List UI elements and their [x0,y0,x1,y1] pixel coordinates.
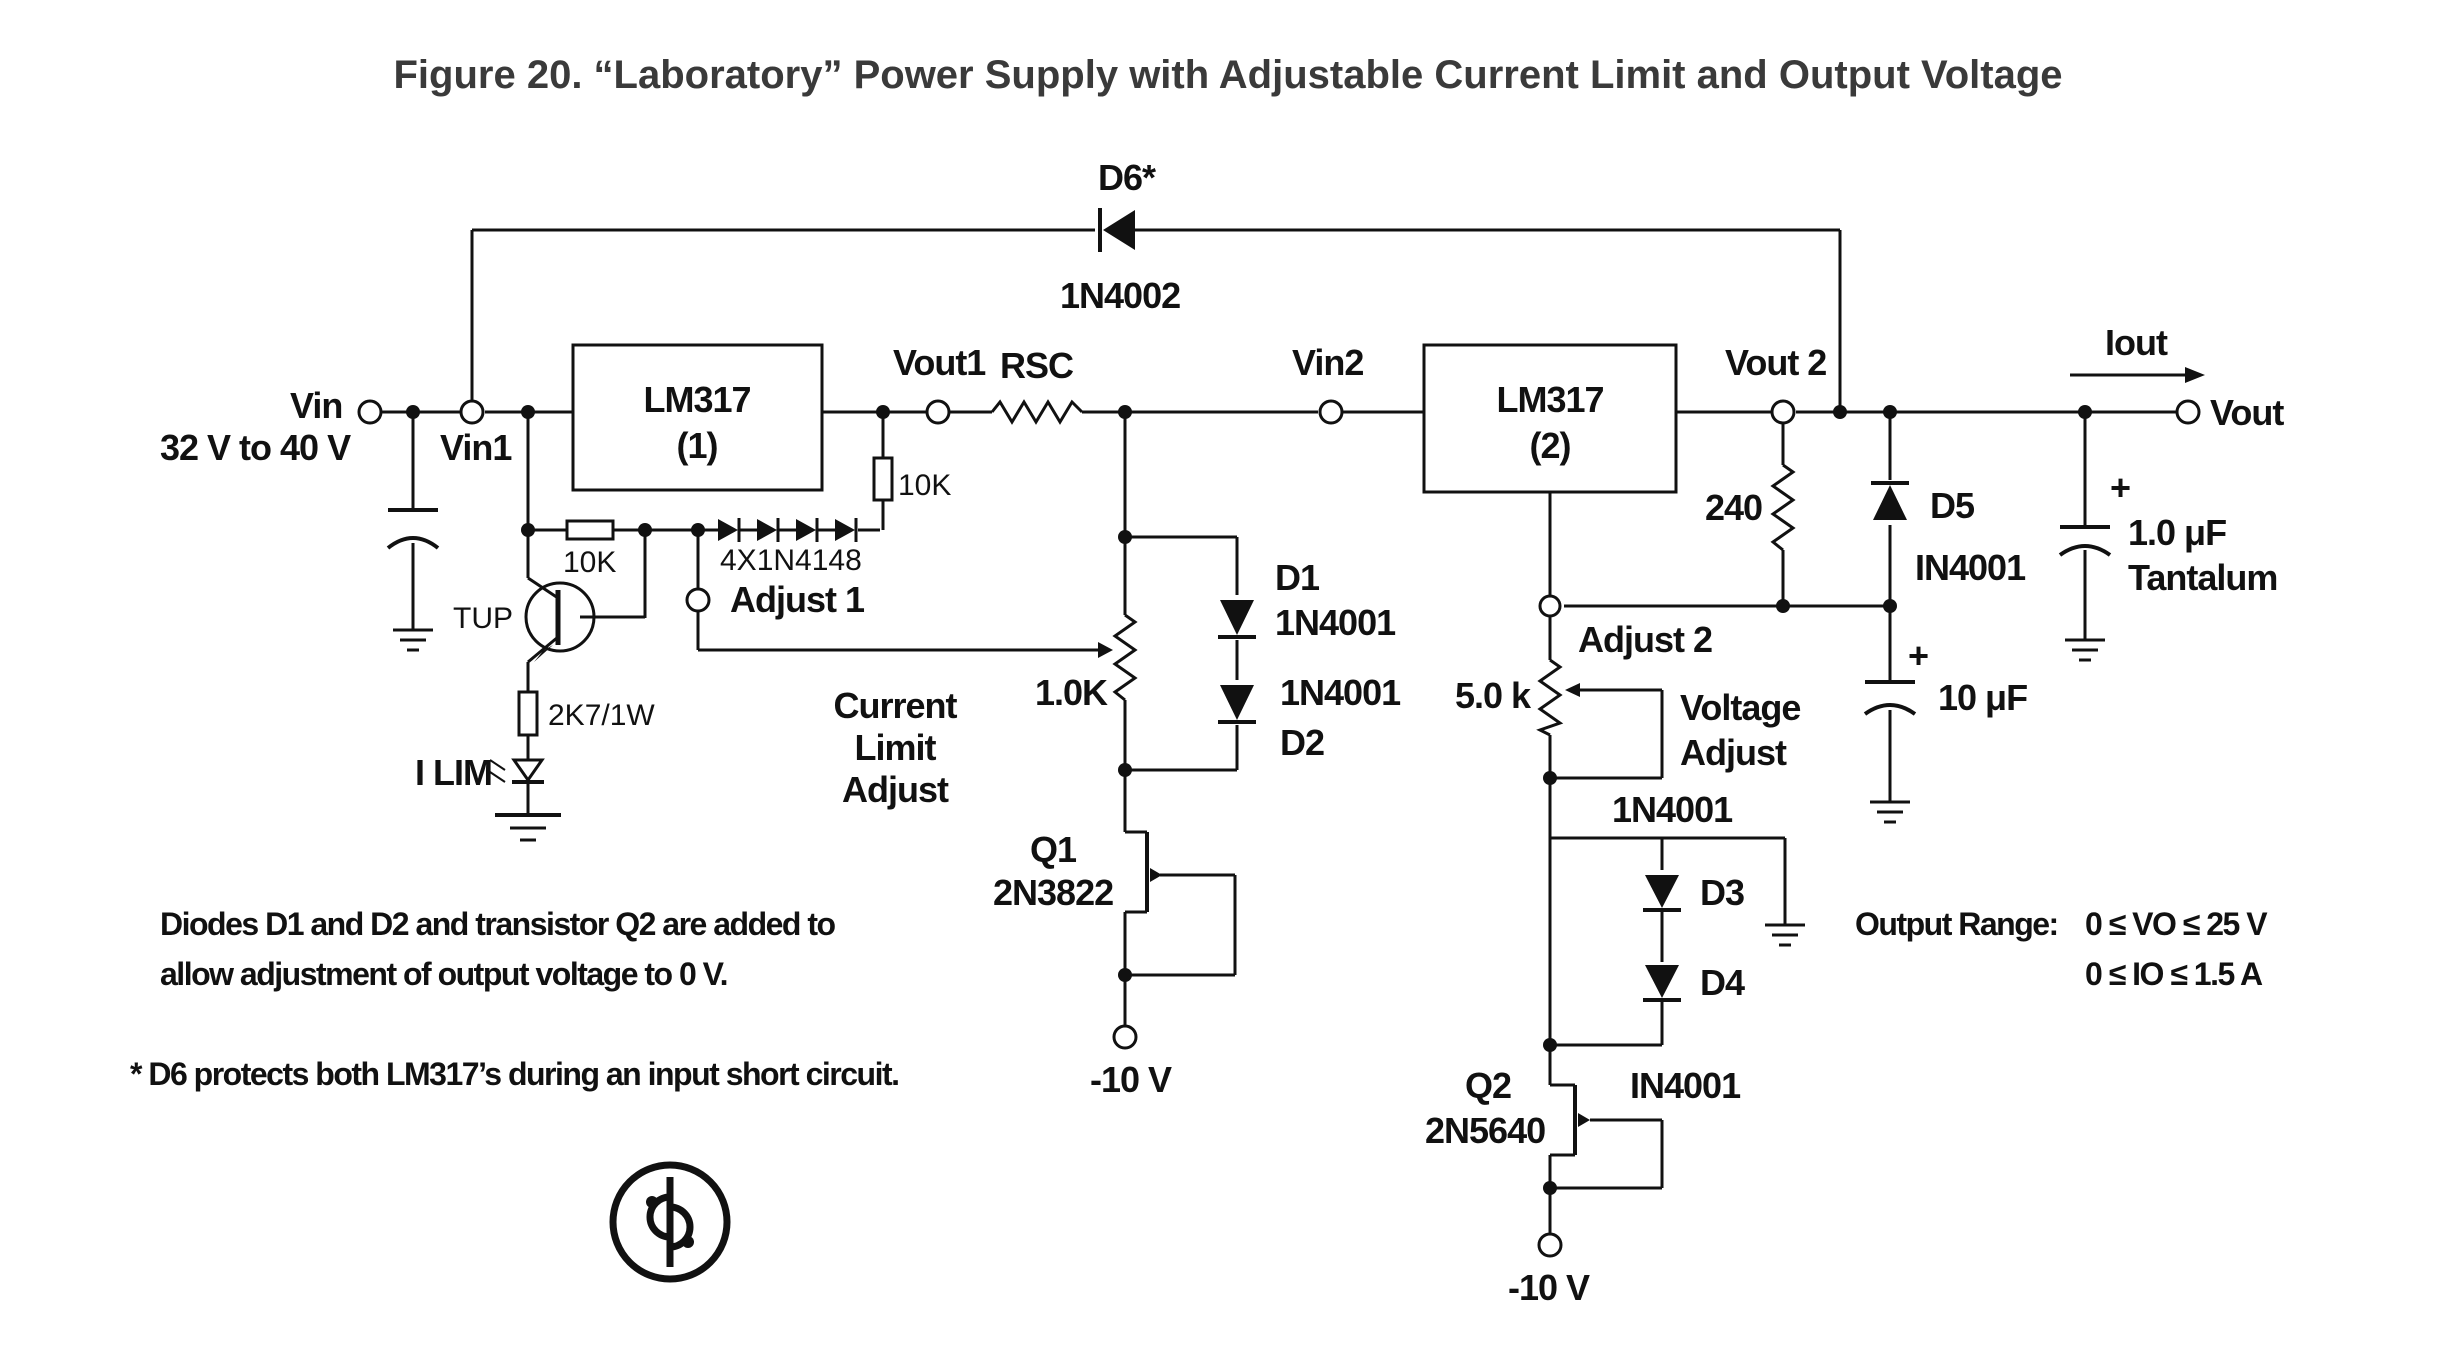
r240-label: 240 [1705,487,1762,528]
r10k-vertical-label: 10K [898,469,951,502]
d6-diode-symbol [1098,208,1135,252]
d5-part-label: IN4001 [1915,547,2026,588]
adjust2-label: Adjust 2 [1578,619,1712,660]
c1uf-symbol [2058,525,2112,662]
output-range-label: Output Range: [1855,906,2058,942]
d3-ground-symbol [1765,923,1805,947]
voltage-adjust-line2: Adjust [1680,732,1787,773]
d1-diode-symbol [1218,600,1256,639]
adjust1-label: Adjust 1 [730,579,865,620]
plus-c10: + [1908,635,1928,676]
ilim-led-symbol [489,758,561,842]
neg10v-left-label: -10 V [1090,1059,1172,1100]
vin2-label: Vin2 [1292,342,1363,383]
r10k-vertical-symbol [872,456,894,502]
lm317-1-name: LM317 [643,379,750,420]
figure-title: Figure 20. “Laboratory” Power Supply wit… [393,53,2062,97]
q2-label: Q2 [1465,1065,1511,1106]
d5-diode-symbol [1871,481,1909,520]
vin-range-label: 32 V to 40 V [160,427,351,468]
c1-label: 1.0 μF [2128,512,2226,553]
d3-diode-symbol [1643,875,1681,912]
current-limit-adjust-line3: Adjust [842,769,949,810]
wires [382,228,2185,1233]
iout-label: Iout [2105,322,2168,363]
terminals [357,399,2201,1258]
note-line1: Diodes D1 and D2 and transistor Q2 are a… [160,906,836,942]
d2-label: D2 [1280,722,1324,763]
c1-type-label: Tantalum [2128,557,2277,598]
q2-part-label: 2N5640 [1425,1110,1545,1151]
ilim-label: I LIM [415,752,492,793]
q2-diode-label: IN4001 [1630,1065,1741,1106]
d3-label: D3 [1700,872,1744,913]
d1-part-label: 1N4001 [1275,602,1396,643]
d2-diode-symbol [1218,685,1256,724]
current-limit-adjust-line2: Limit [855,727,937,768]
r2k7-label: 2K7/1W [548,699,655,732]
c10uf-symbol [1863,680,1917,824]
diode-chain-symbol [700,518,858,542]
diode-chain-label: 4X1N4148 [720,544,862,577]
lm317-2-name: LM317 [1496,379,1603,420]
vin-label: Vin [290,385,342,426]
output-range-current: 0 ≤ IO ≤ 1.5 A [2085,956,2263,992]
lm317-2-box [1422,343,1678,494]
vout2-label: Vout 2 [1725,342,1826,383]
lm317-1-num: (1) [677,425,718,466]
plus-c1: + [2110,467,2130,508]
note-line3: * D6 protects both LM317’s during an inp… [130,1056,899,1092]
lm317-2-num: (2) [1530,425,1571,466]
d4-label: D4 [1700,962,1745,1003]
junction-dots [406,405,2092,1195]
pot-5k-label: 5.0 k [1455,675,1532,716]
d6-part-label: 1N4002 [1060,275,1180,316]
c10-label: 10 μF [1938,677,2027,718]
rsc-label: RSC [1000,345,1074,386]
r10k-horizontal-symbol [565,519,615,541]
d1-label: D1 [1275,557,1320,598]
tup-transistor-symbol [524,581,596,662]
input-capacitor-symbol [386,508,440,652]
vout1-label: Vout1 [893,342,986,383]
d2-part-label: 1N4001 [1280,672,1401,713]
vin1-label: Vin1 [440,427,512,468]
rsc-resistor-symbol [990,399,1084,425]
q1-jfet-symbol [1145,832,1162,912]
vout-label: Vout [2210,392,2284,433]
q1-label: Q1 [1030,829,1077,870]
pot-1k-label: 1.0K [1035,672,1108,713]
d6-label: D6* [1098,157,1156,198]
note-line2: allow adjustment of output voltage to 0 … [160,956,727,992]
tup-label: TUP [453,602,513,635]
neg10v-right-label: -10 V [1508,1267,1590,1308]
current-limit-adjust-line1: Current [833,685,957,726]
voltage-adjust-line1: Voltage [1680,687,1800,728]
lm317-1-box [571,343,824,492]
d5-label: D5 [1930,485,1975,526]
d34-part-label: 1N4001 [1612,789,1733,830]
q2-jfet-symbol [1573,1085,1590,1155]
dp-logo-icon [609,1161,731,1283]
q1-part-label: 2N3822 [993,872,1113,913]
r2k7-symbol [517,690,539,737]
pot-5k-symbol [1536,658,1580,737]
r240-symbol [1770,463,1796,552]
output-range-voltage: 0 ≤ VO ≤ 25 V [2085,906,2268,942]
pot-1k-symbol [1098,613,1138,702]
iout-arrow-icon [2185,367,2205,383]
r10k-horizontal-label: 10K [563,546,616,579]
d4-diode-symbol [1643,965,1681,1002]
